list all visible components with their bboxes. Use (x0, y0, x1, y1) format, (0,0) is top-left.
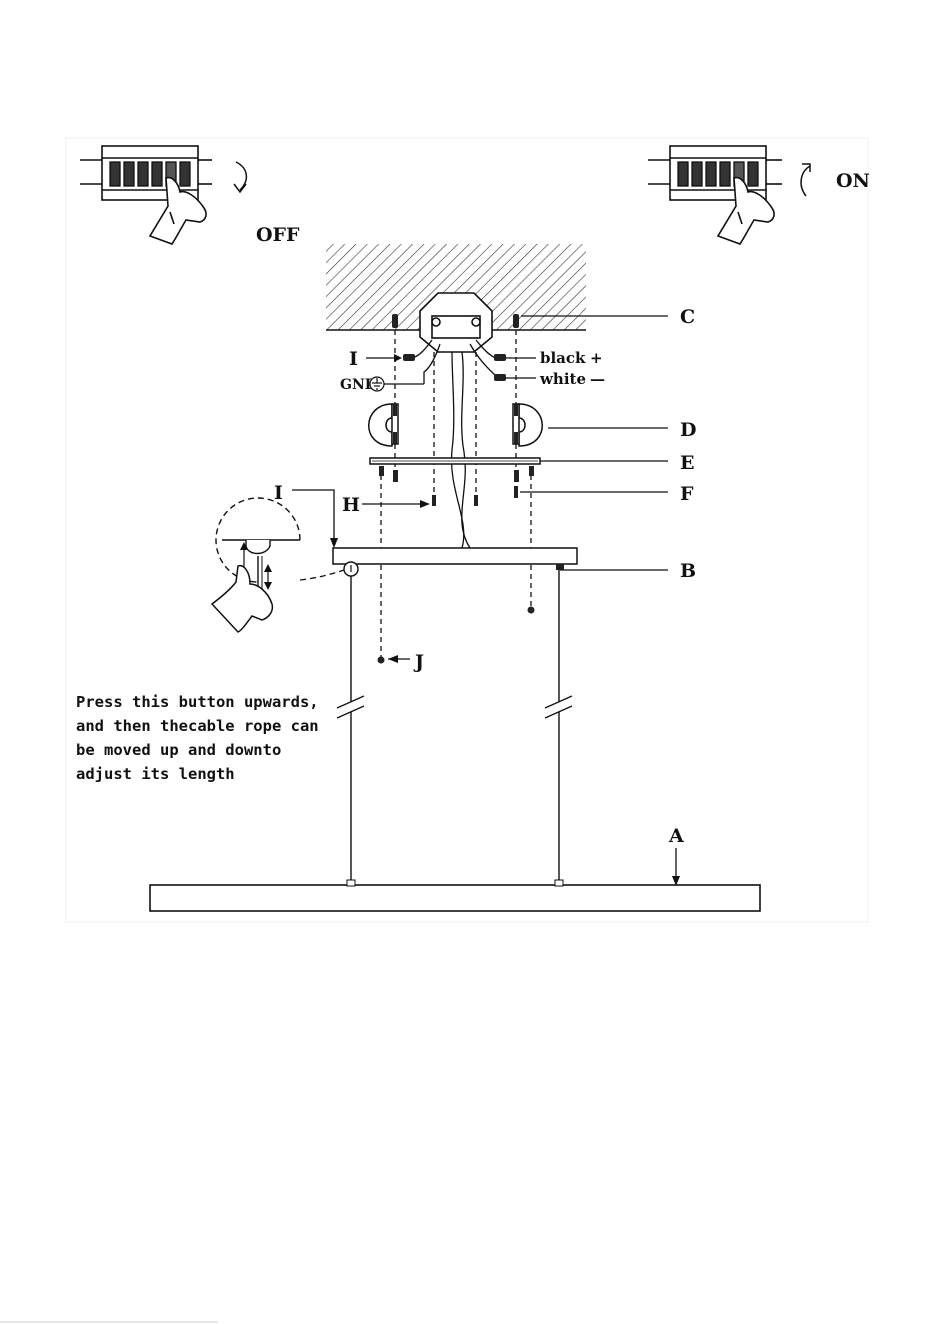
note-line: and then thecable rope can (76, 714, 346, 738)
hand-icon (212, 566, 272, 632)
black-wire-sign: + (590, 349, 603, 367)
luminaire-bar (150, 880, 760, 911)
cable-end-j (378, 657, 385, 664)
gripper-detail (216, 498, 344, 596)
mounting-plate (370, 458, 540, 464)
adjustment-instructions: Press this button upwards, and then thec… (76, 690, 346, 786)
callout-d: D (680, 419, 696, 441)
rotate-up-arrow-icon (801, 164, 810, 196)
circuit-breaker-off-icon (80, 146, 212, 200)
callout-i-top: I (349, 348, 358, 370)
circuit-breaker-on-icon (648, 146, 782, 200)
callout-i-left: I (274, 482, 283, 504)
black-wire-label: black (540, 349, 586, 367)
callout-e: E (680, 452, 694, 474)
canopy-bar (333, 548, 577, 564)
callout-a: A (668, 825, 684, 847)
anchor-left (369, 404, 398, 446)
callout-h: H (342, 494, 360, 516)
white-wire-sign: — (590, 370, 605, 388)
rotate-down-arrow-icon (234, 162, 246, 192)
junction-box (420, 293, 492, 352)
callout-b: B (680, 560, 696, 582)
callout-j: J (413, 651, 424, 673)
cable-end-right (528, 607, 535, 614)
wire-connectors (403, 354, 506, 381)
gripper-right (556, 564, 564, 570)
callout-c: C (680, 306, 695, 328)
cable-ropes (351, 570, 559, 880)
ceiling-screw-left (392, 314, 398, 328)
white-wire-label: white (539, 370, 586, 388)
on-label: ON (836, 170, 870, 192)
note-line: adjust its length (76, 762, 346, 786)
ceiling-screw-right (513, 314, 519, 328)
anchor-right (513, 404, 542, 446)
note-line: Press this button upwards, (76, 690, 346, 714)
off-label: OFF (256, 224, 300, 246)
cable-break-marks (337, 696, 572, 718)
ground-symbol-icon (370, 377, 384, 391)
callout-f: F (680, 483, 694, 505)
note-line: be moved up and downto (76, 738, 346, 762)
cable-bolts (432, 495, 478, 506)
supply-wires (412, 340, 498, 548)
